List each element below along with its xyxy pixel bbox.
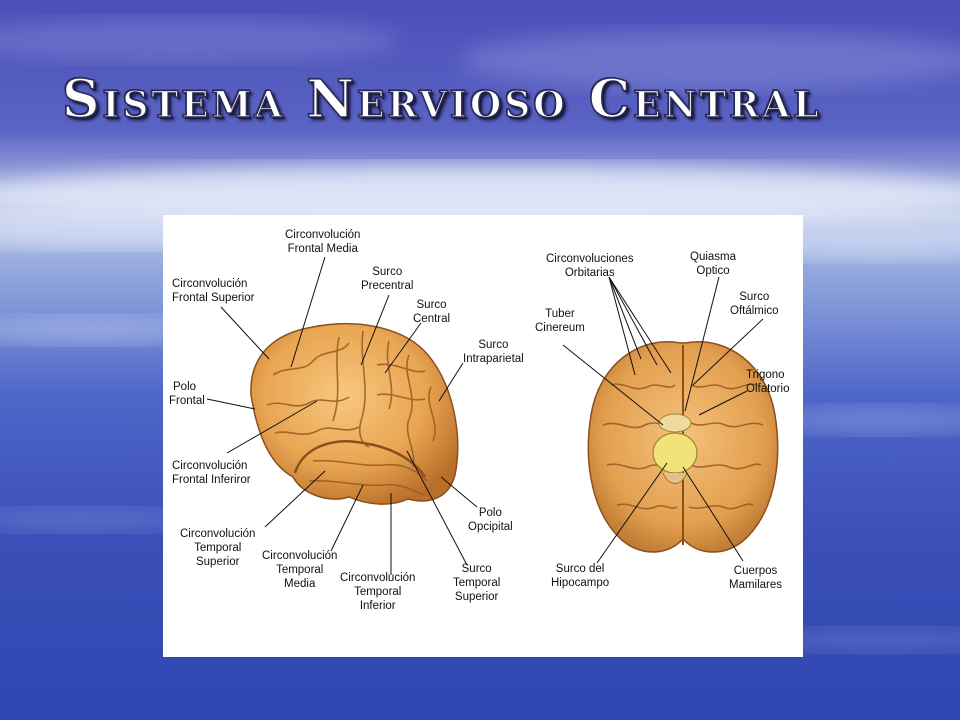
brain-illustrations — [206, 256, 779, 575]
leader-lines — [206, 256, 764, 575]
inferior-brain-view — [587, 341, 779, 553]
lateral-brain-view — [250, 323, 459, 505]
slide-title: Sistema Nervioso Central — [61, 69, 822, 130]
